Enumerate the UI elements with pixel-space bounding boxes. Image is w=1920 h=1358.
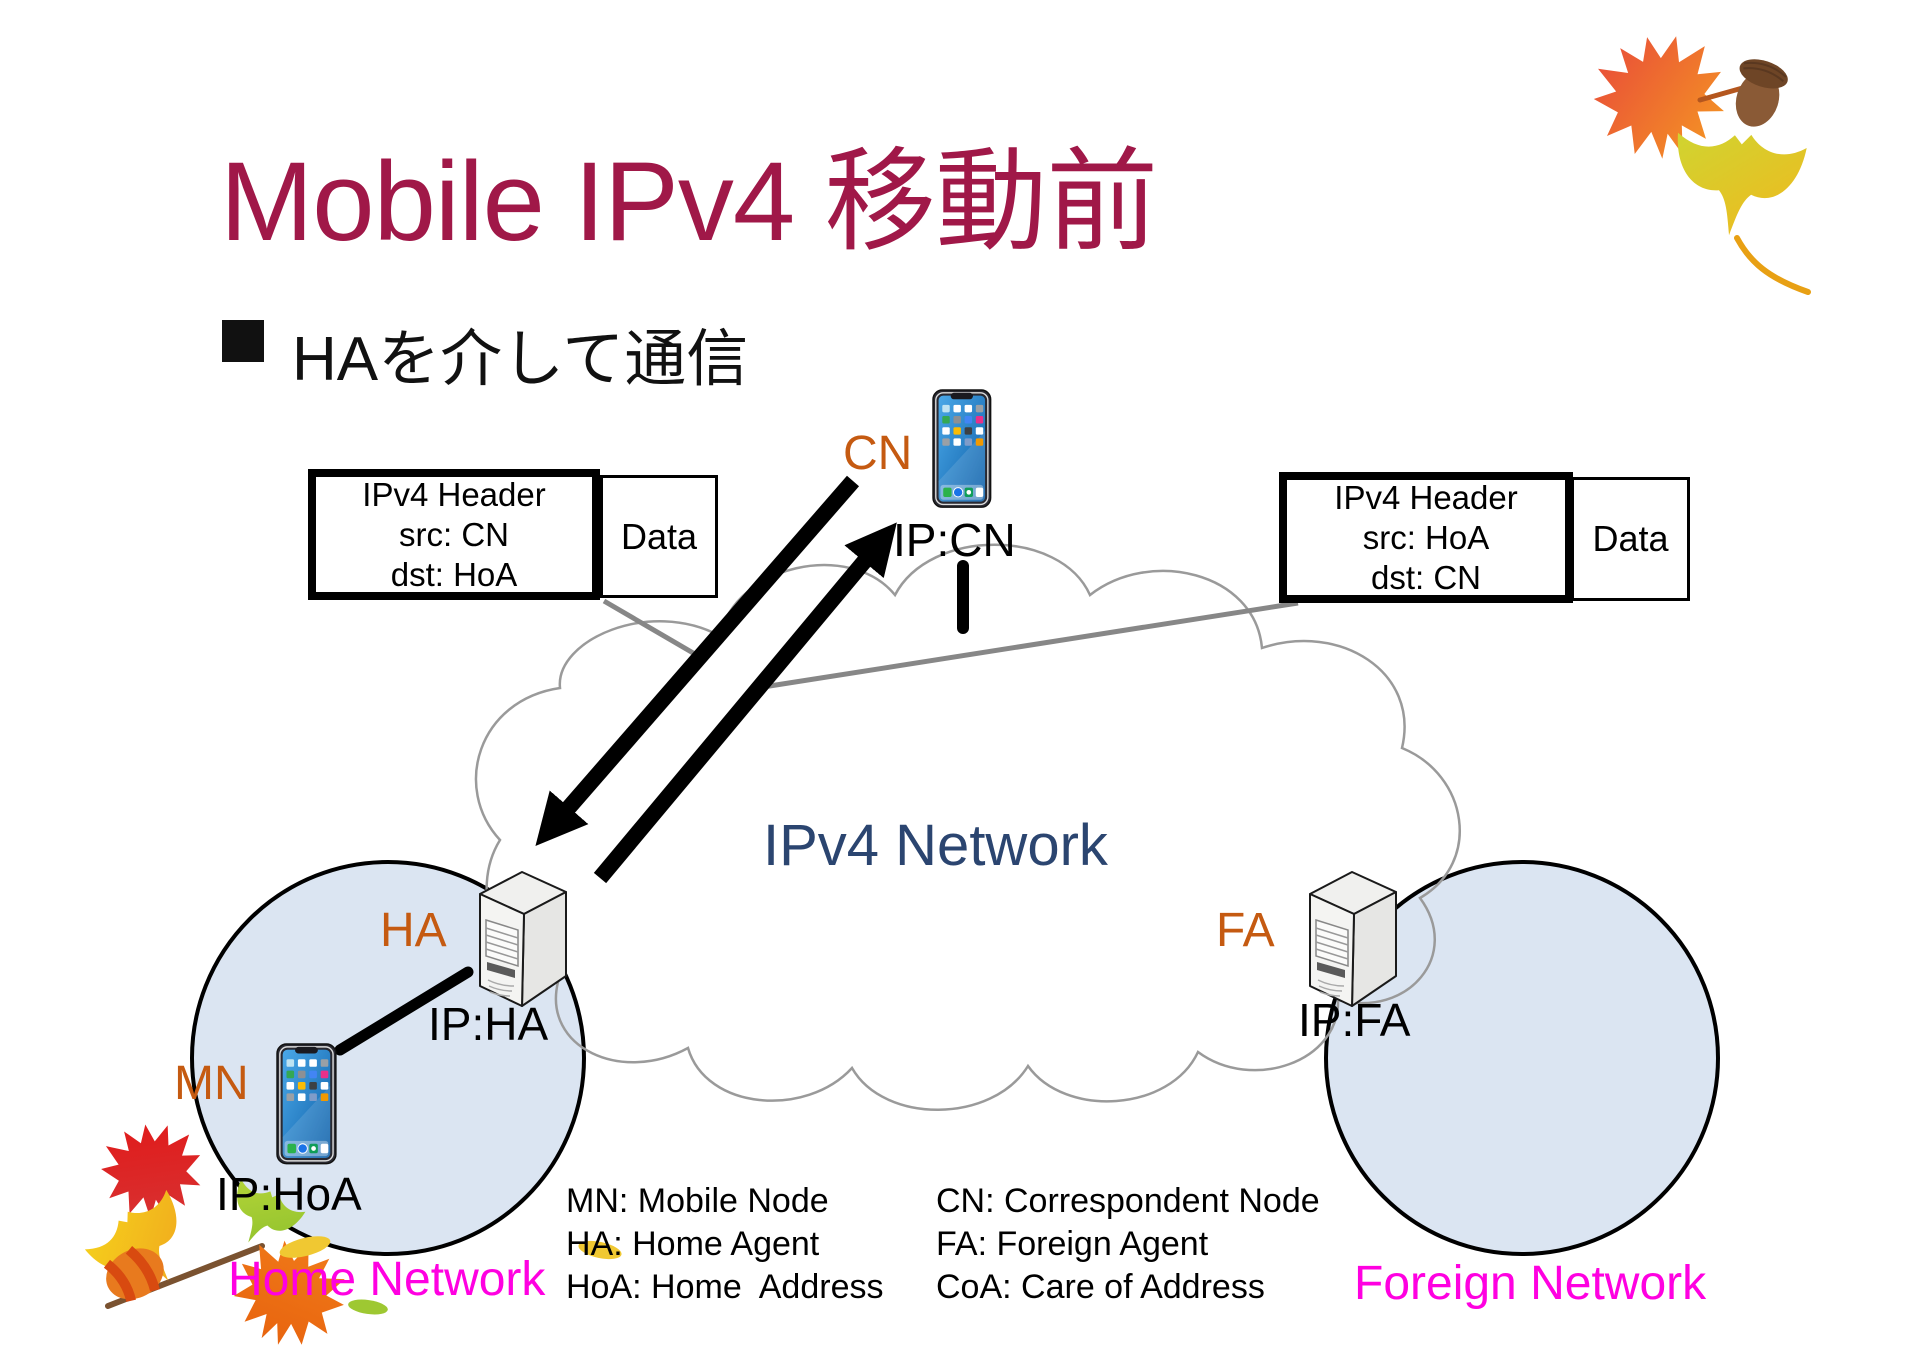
bullet-text: HAを介して通信 bbox=[292, 325, 749, 394]
maple-leaf-icon bbox=[95, 1117, 208, 1225]
mn-ha-link-line bbox=[334, 966, 474, 1056]
cn-ip-label: IP:CN bbox=[893, 514, 1016, 566]
legend-item: HA: Home Agent bbox=[566, 1225, 820, 1263]
right-packet-leader-line bbox=[756, 600, 1299, 691]
packet-box-cn-to-hoa: IPv4 Header src: CN dst: HoA bbox=[308, 469, 600, 600]
mn-phone-icon bbox=[276, 1043, 337, 1165]
ha-ip-label: IP:HA bbox=[428, 998, 549, 1050]
legend-left-column: MN: Mobile Node HA: Home Agent HoA: Home… bbox=[566, 1180, 883, 1309]
arrow-cn-to-ha bbox=[535, 475, 860, 846]
legend-item: CoA: Care of Address bbox=[936, 1268, 1265, 1306]
autumn-decoration-top-right bbox=[1583, 23, 1811, 295]
fa-label: FA bbox=[1216, 904, 1275, 957]
packet-box-hoa-to-cn: IPv4 Header src: HoA dst: CN bbox=[1279, 472, 1573, 603]
packet-data-box: Data bbox=[1571, 477, 1690, 601]
ha-server-icon bbox=[479, 871, 567, 1007]
foreign-network-circle bbox=[1324, 860, 1720, 1256]
legend-item: HoA: Home Address bbox=[566, 1268, 884, 1306]
ginkgo-leaf-icon bbox=[1664, 124, 1808, 245]
leaf-fragment bbox=[578, 1240, 622, 1260]
leaf-fragment bbox=[279, 1236, 331, 1258]
fa-ip-label: IP:FA bbox=[1298, 994, 1411, 1046]
acorn-icon bbox=[1735, 59, 1788, 127]
legend-right-column: CN: Correspondent Node FA: Foreign Agent… bbox=[936, 1180, 1320, 1309]
packet-header-title: IPv4 Header bbox=[362, 475, 546, 513]
foreign-network-label: Foreign Network bbox=[1354, 1257, 1707, 1310]
acorn-icon bbox=[103, 1245, 164, 1303]
packet-dst: dst: CN bbox=[1370, 558, 1482, 596]
packet-data-label: Data bbox=[1592, 518, 1669, 559]
fa-server-icon bbox=[1309, 871, 1397, 1007]
home-network-label: Home Network bbox=[228, 1253, 546, 1306]
left-packet-leader-line bbox=[602, 598, 702, 660]
packet-header-title: IPv4 Header bbox=[1334, 478, 1518, 516]
cloud-label: IPv4 Network bbox=[763, 813, 1108, 878]
packet-data-label: Data bbox=[620, 515, 698, 557]
mn-label: MN bbox=[174, 1057, 249, 1110]
autumn-decoration-bottom-left bbox=[81, 1117, 622, 1358]
legend-item: MN: Mobile Node bbox=[566, 1182, 829, 1220]
legend-item: FA: Foreign Agent bbox=[936, 1225, 1209, 1263]
packet-data-box: Data bbox=[600, 475, 718, 598]
bullet-marker bbox=[222, 320, 264, 362]
page-title: Mobile IPv4 移動前 bbox=[220, 139, 1158, 264]
mn-ip-label: IP:HoA bbox=[216, 1168, 362, 1220]
arrow-ha-to-cn bbox=[593, 522, 897, 884]
cn-label: CN bbox=[843, 427, 913, 480]
legend-item: CN: Correspondent Node bbox=[936, 1182, 1320, 1220]
packet-src: src: CN bbox=[399, 515, 509, 553]
ha-label: HA bbox=[380, 904, 447, 957]
packet-dst: dst: HoA bbox=[390, 555, 518, 593]
cn-phone-icon bbox=[932, 389, 992, 508]
packet-src: src: HoA bbox=[1362, 518, 1490, 556]
leaf-fragment bbox=[348, 1299, 388, 1315]
